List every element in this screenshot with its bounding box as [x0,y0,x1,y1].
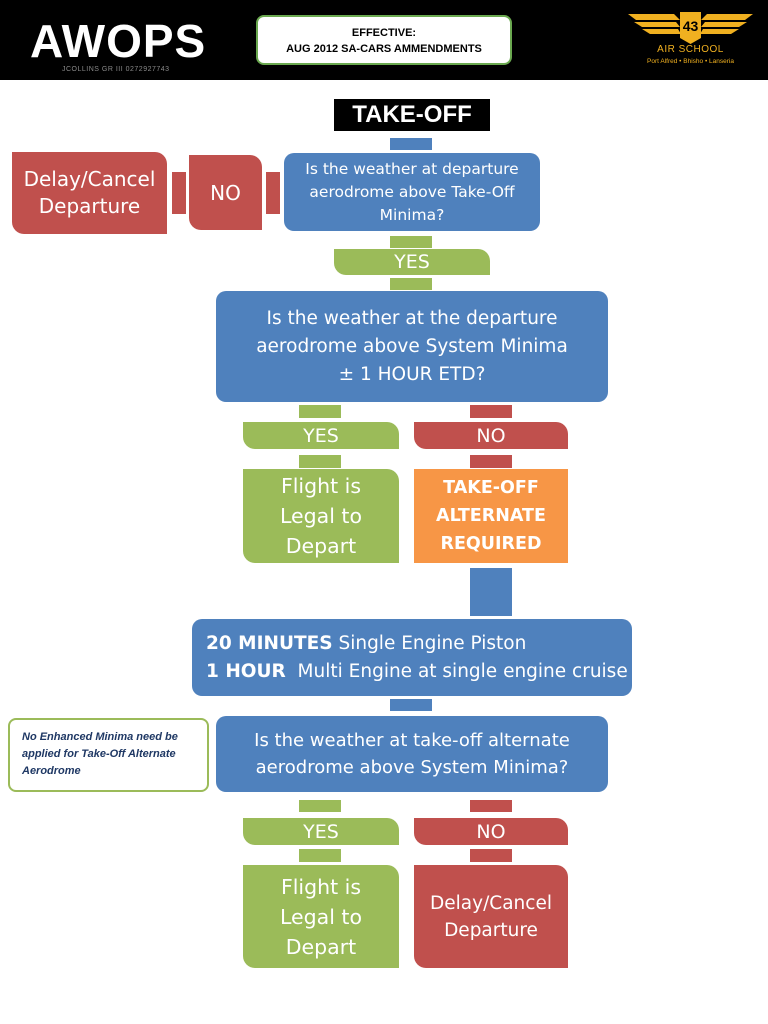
connector [299,455,341,468]
legal-to-depart-2-box: Flight is Legal to Depart [243,865,399,968]
no-2-label: NO [414,422,568,449]
effective-text: AUG 2012 SA-CARS AMMENDMENTS [286,43,482,55]
connector [299,849,341,862]
connector [172,172,186,214]
connector [299,800,341,812]
delay-cancel-top-box: Delay/Cancel Departure [12,152,167,234]
effective-label: EFFECTIVE: [351,27,417,39]
logo-subtitle: Port Alfred • Bhisho • Lanseria [647,58,734,65]
connector [470,849,512,862]
connector [470,568,512,616]
connector [390,699,432,711]
logo-title: AIR SCHOOL [657,44,724,55]
connector [470,455,512,468]
yes-2-label: YES [243,422,399,449]
no-top-box: NO [189,155,262,230]
effective-box: EFFECTIVE: AUG 2012 SA-CARS AMMENDMENTS [256,15,512,65]
time-line-1: 20 MINUTES Single Engine Piston [206,633,527,654]
yes-1-label: YES [334,249,490,275]
brand-title: AWOPS [30,15,207,67]
connector [390,278,432,290]
author-line: JCOLLINS GR III 0272927743 [62,66,170,73]
legal-to-depart-1-box: Flight is Legal to Depart [243,469,399,563]
time-requirements-box: 20 MINUTES Single Engine Piston 1 HOUR M… [192,619,632,696]
no-3-label: NO [414,818,568,845]
wings-logo-icon: 43 [628,12,753,44]
connector [390,236,432,248]
question-1-box: Is the weather at departure aerodrome ab… [284,153,540,231]
alternate-required-box: TAKE-OFF ALTERNATE REQUIRED [414,469,568,563]
flow-title: TAKE-OFF [334,99,490,131]
delay-cancel-bottom-box: Delay/Cancel Departure [414,865,568,968]
question-3-box: Is the weather at take-off alternate aer… [216,716,608,792]
connector [470,405,512,418]
logo-mark: 43 [683,18,699,34]
question-2-box: Is the weather at the departure aerodrom… [216,291,608,402]
connector [470,800,512,812]
time-line-2: 1 HOUR Multi Engine at single engine cru… [206,661,628,682]
enhanced-minima-note: No Enhanced Minima need be applied for T… [8,718,209,792]
connector [266,172,280,214]
connector [390,138,432,150]
yes-3-label: YES [243,818,399,845]
connector [299,405,341,418]
